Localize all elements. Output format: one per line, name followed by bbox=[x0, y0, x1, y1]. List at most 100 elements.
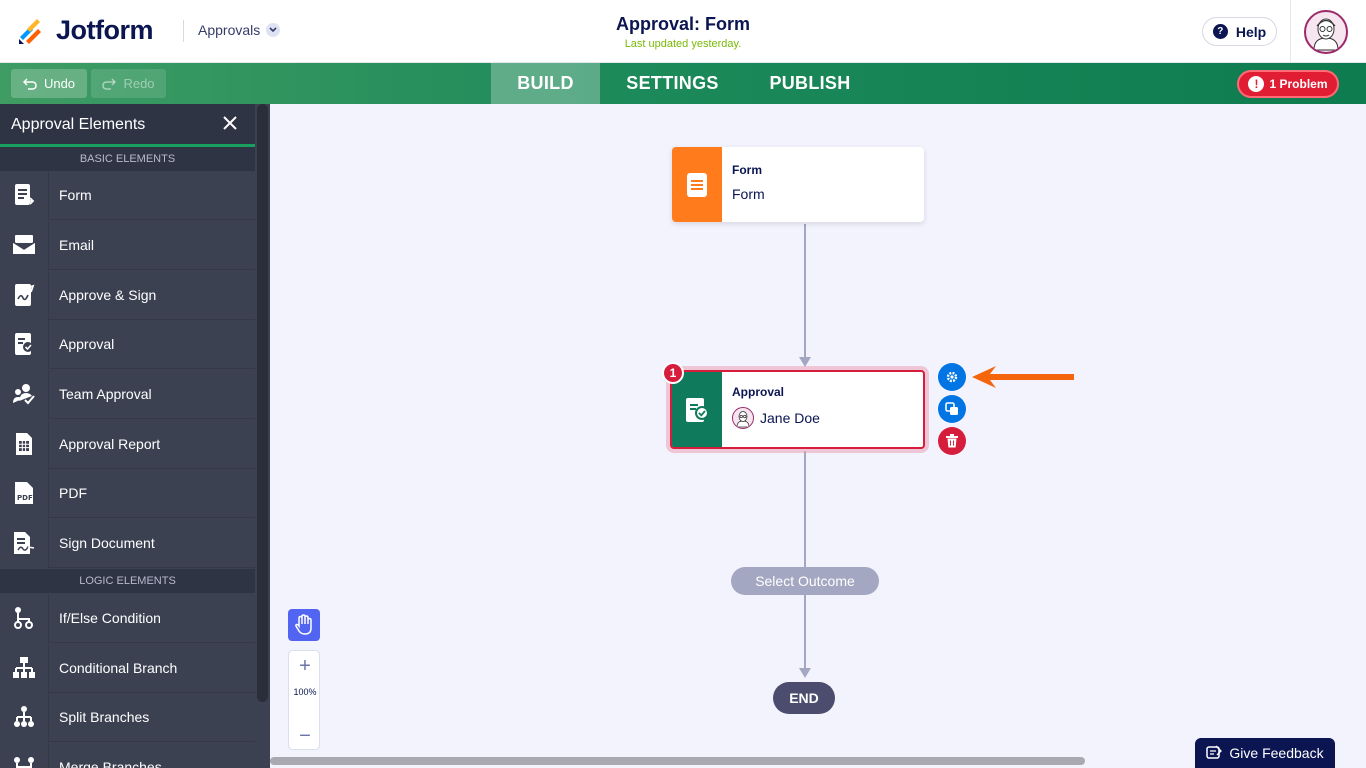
tab-build[interactable]: BUILD bbox=[491, 63, 600, 104]
sidebar-item-label: Form bbox=[59, 187, 92, 203]
connector-arrow bbox=[799, 668, 811, 678]
last-updated-text: Last updated yesterday. bbox=[624, 38, 742, 50]
sidebar-item-approval-report[interactable]: Approval Report bbox=[0, 419, 255, 469]
close-icon[interactable] bbox=[221, 114, 239, 132]
node-delete-button[interactable] bbox=[938, 427, 966, 455]
jotform-logo[interactable]: Jotform bbox=[17, 15, 154, 46]
sidebar-header: Approval Elements bbox=[0, 104, 255, 147]
sidebar-item-label: Approval Report bbox=[59, 436, 161, 452]
team-approval-icon bbox=[0, 369, 49, 419]
sidebar-item-label: Approval bbox=[59, 336, 115, 352]
copy-icon bbox=[945, 402, 958, 415]
connector-line bbox=[804, 224, 806, 359]
trash-icon bbox=[946, 434, 958, 448]
approval-node-icon bbox=[672, 372, 722, 447]
document-icon bbox=[687, 172, 707, 197]
sidebar-item-approve-sign[interactable]: Approve & Sign bbox=[0, 270, 255, 320]
brand-name: Jotform bbox=[56, 15, 154, 45]
zoom-level: 100% bbox=[293, 687, 317, 697]
sidebar-item-split-branches[interactable]: Split Branches bbox=[0, 692, 255, 742]
connector-line bbox=[804, 594, 806, 670]
sidebar-item-form[interactable]: Form bbox=[0, 170, 255, 220]
user-avatar[interactable] bbox=[1304, 10, 1348, 54]
redo-label: Redo bbox=[123, 76, 155, 91]
chevron-down-icon bbox=[266, 23, 281, 37]
form-node-icon bbox=[672, 147, 722, 222]
zoom-controls: + 100% − bbox=[288, 650, 320, 750]
logic-elements-heading: LOGIC ELEMENTS bbox=[0, 569, 255, 593]
top-header: Jotform Approvals Approval: Form Last up… bbox=[0, 0, 1366, 63]
form-node-type: Form bbox=[732, 163, 762, 177]
select-outcome-button[interactable]: Select Outcome bbox=[731, 567, 879, 595]
assignee-name: Jane Doe bbox=[760, 410, 820, 426]
approvals-menu-label: Approvals bbox=[198, 22, 261, 38]
undo-button[interactable]: Undo bbox=[11, 69, 87, 98]
problem-button[interactable]: ! 1 Problem bbox=[1237, 70, 1339, 98]
node-settings-button[interactable] bbox=[938, 363, 966, 391]
connector-line bbox=[804, 451, 806, 567]
builder-tabs: BUILD SETTINGS PUBLISH bbox=[491, 63, 875, 104]
give-feedback-button[interactable]: Give Feedback bbox=[1195, 738, 1335, 768]
form-node[interactable]: Form Form bbox=[672, 147, 924, 222]
pdf-icon: PDF bbox=[0, 468, 49, 518]
feedback-icon bbox=[1206, 745, 1223, 759]
sidebar-scrollbar-thumb[interactable] bbox=[257, 104, 268, 702]
if-else-icon bbox=[0, 593, 49, 643]
avatar-portrait-icon bbox=[736, 411, 750, 428]
approval-icon bbox=[686, 397, 709, 422]
node-duplicate-button[interactable] bbox=[938, 395, 966, 423]
sidebar-item-label: Split Branches bbox=[59, 709, 150, 725]
builder-toolbar: Undo Redo BUILD SETTINGS PUBLISH ! 1 Pro… bbox=[0, 63, 1366, 104]
help-label: Help bbox=[1235, 23, 1267, 40]
give-feedback-label: Give Feedback bbox=[1229, 745, 1324, 761]
undo-icon bbox=[22, 78, 37, 90]
question-icon: ? bbox=[1212, 24, 1228, 39]
sidebar-item-conditional-branch[interactable]: Conditional Branch bbox=[0, 643, 255, 693]
sidebar-item-label: Conditional Branch bbox=[59, 660, 178, 676]
avatar-portrait-icon bbox=[1313, 18, 1339, 51]
tab-settings[interactable]: SETTINGS bbox=[626, 73, 719, 93]
zoom-out-button[interactable]: − bbox=[299, 724, 311, 747]
approve-sign-icon bbox=[0, 270, 49, 320]
problem-label: 1 Problem bbox=[1269, 77, 1328, 91]
gear-icon bbox=[946, 371, 958, 383]
approval-report-icon bbox=[0, 419, 49, 469]
email-icon bbox=[0, 220, 49, 270]
approval-node-type: Approval bbox=[732, 385, 785, 399]
sidebar-item-label: Sign Document bbox=[59, 535, 155, 551]
sidebar-item-label: Approve & Sign bbox=[59, 287, 157, 303]
sidebar-item-email[interactable]: Email bbox=[0, 220, 255, 270]
approval-node[interactable]: Approval Jane Doe bbox=[670, 370, 925, 449]
sidebar-item-label: If/Else Condition bbox=[59, 610, 161, 626]
sidebar-item-if-else[interactable]: If/Else Condition bbox=[0, 593, 255, 643]
sign-document-icon bbox=[0, 518, 49, 568]
sidebar-item-merge-branches[interactable]: Merge Branches bbox=[0, 742, 255, 768]
annotation-arrow-icon bbox=[972, 366, 1074, 388]
sidebar-item-label: PDF bbox=[59, 485, 87, 501]
approval-icon bbox=[0, 319, 49, 369]
help-button[interactable]: ? Help bbox=[1202, 17, 1277, 46]
zoom-in-button[interactable]: + bbox=[299, 654, 311, 677]
sidebar-item-team-approval[interactable]: Team Approval bbox=[0, 369, 255, 419]
sidebar-item-approval[interactable]: Approval bbox=[0, 319, 255, 369]
approval-assignee: Jane Doe bbox=[732, 407, 820, 429]
merge-branches-icon bbox=[0, 742, 49, 768]
jotform-logo-icon bbox=[19, 19, 41, 44]
sidebar-item-pdf[interactable]: PDF PDF bbox=[0, 468, 255, 518]
canvas-scrollbar-thumb[interactable] bbox=[270, 757, 1085, 765]
hand-tool-button[interactable] bbox=[288, 609, 320, 641]
sidebar-item-label: Merge Branches bbox=[59, 759, 162, 768]
elements-sidebar: Approval Elements BASIC ELEMENTS Form Em… bbox=[0, 104, 270, 768]
sidebar-item-sign-document[interactable]: Sign Document bbox=[0, 518, 255, 568]
approvals-menu[interactable]: Approvals bbox=[198, 22, 281, 38]
redo-button[interactable]: Redo bbox=[91, 69, 166, 98]
hand-icon bbox=[295, 614, 312, 635]
form-icon bbox=[0, 170, 49, 220]
assignee-avatar bbox=[732, 407, 754, 429]
tab-publish[interactable]: PUBLISH bbox=[769, 73, 851, 93]
basic-elements-heading: BASIC ELEMENTS bbox=[0, 147, 255, 171]
header-divider bbox=[183, 20, 184, 42]
end-node: END bbox=[773, 682, 835, 714]
svg-text:PDF: PDF bbox=[17, 494, 33, 502]
sidebar-title: Approval Elements bbox=[11, 116, 146, 133]
